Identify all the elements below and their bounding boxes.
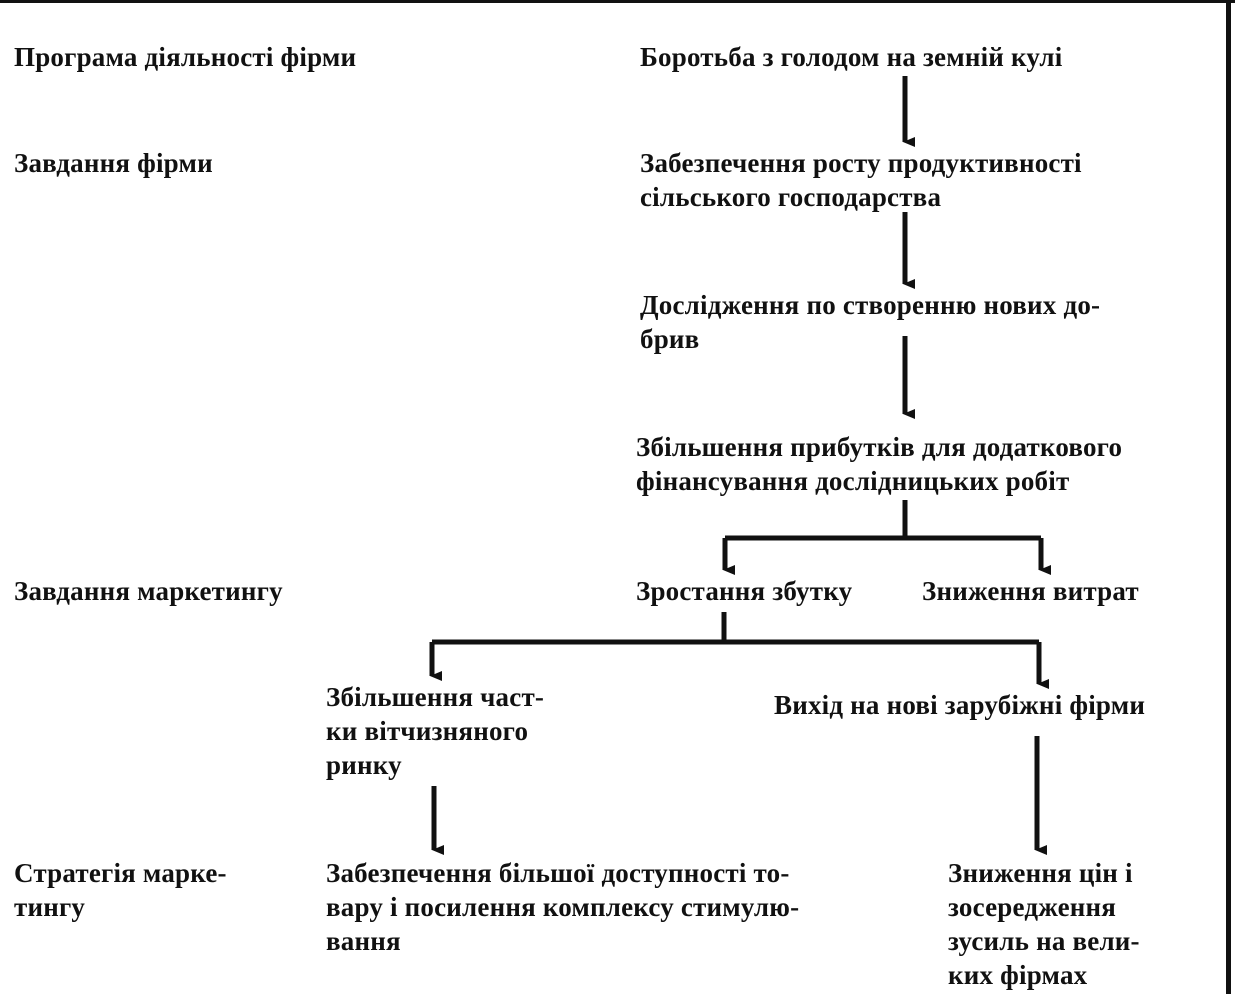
node-foreign-firms: Вихід на нові зарубіжні фірми	[774, 690, 1146, 720]
label-marketing-strategy: Стратегія марке- тингу	[14, 858, 227, 922]
node-domestic-share: Збільшення част- ки вітчизняного ринку	[326, 682, 545, 780]
label-program: Програма діяльності фірми	[14, 42, 357, 72]
node-price-cut: Зниження цін і зосередження зусиль на ве…	[948, 858, 1140, 990]
node-productivity: Забезпечення росту продуктивності сільсь…	[640, 148, 1082, 212]
node-cost-reduction: Зниження витрат	[922, 576, 1139, 606]
node-hunger: Боротьба з голодом на земній кулі	[640, 42, 1063, 72]
label-marketing-task: Завдання маркетингу	[14, 576, 283, 606]
right-border	[1226, 0, 1231, 994]
top-border	[0, 0, 1235, 3]
node-availability: Забезпечення більшої доступності то- вар…	[326, 858, 800, 956]
node-research: Дослідження по створенню нових до- брив	[640, 290, 1101, 354]
label-firm-task: Завдання фірми	[14, 148, 213, 178]
node-profits: Збільшення прибутків для додаткового фін…	[636, 432, 1123, 496]
node-sales-growth: Зростання збутку	[636, 576, 853, 606]
